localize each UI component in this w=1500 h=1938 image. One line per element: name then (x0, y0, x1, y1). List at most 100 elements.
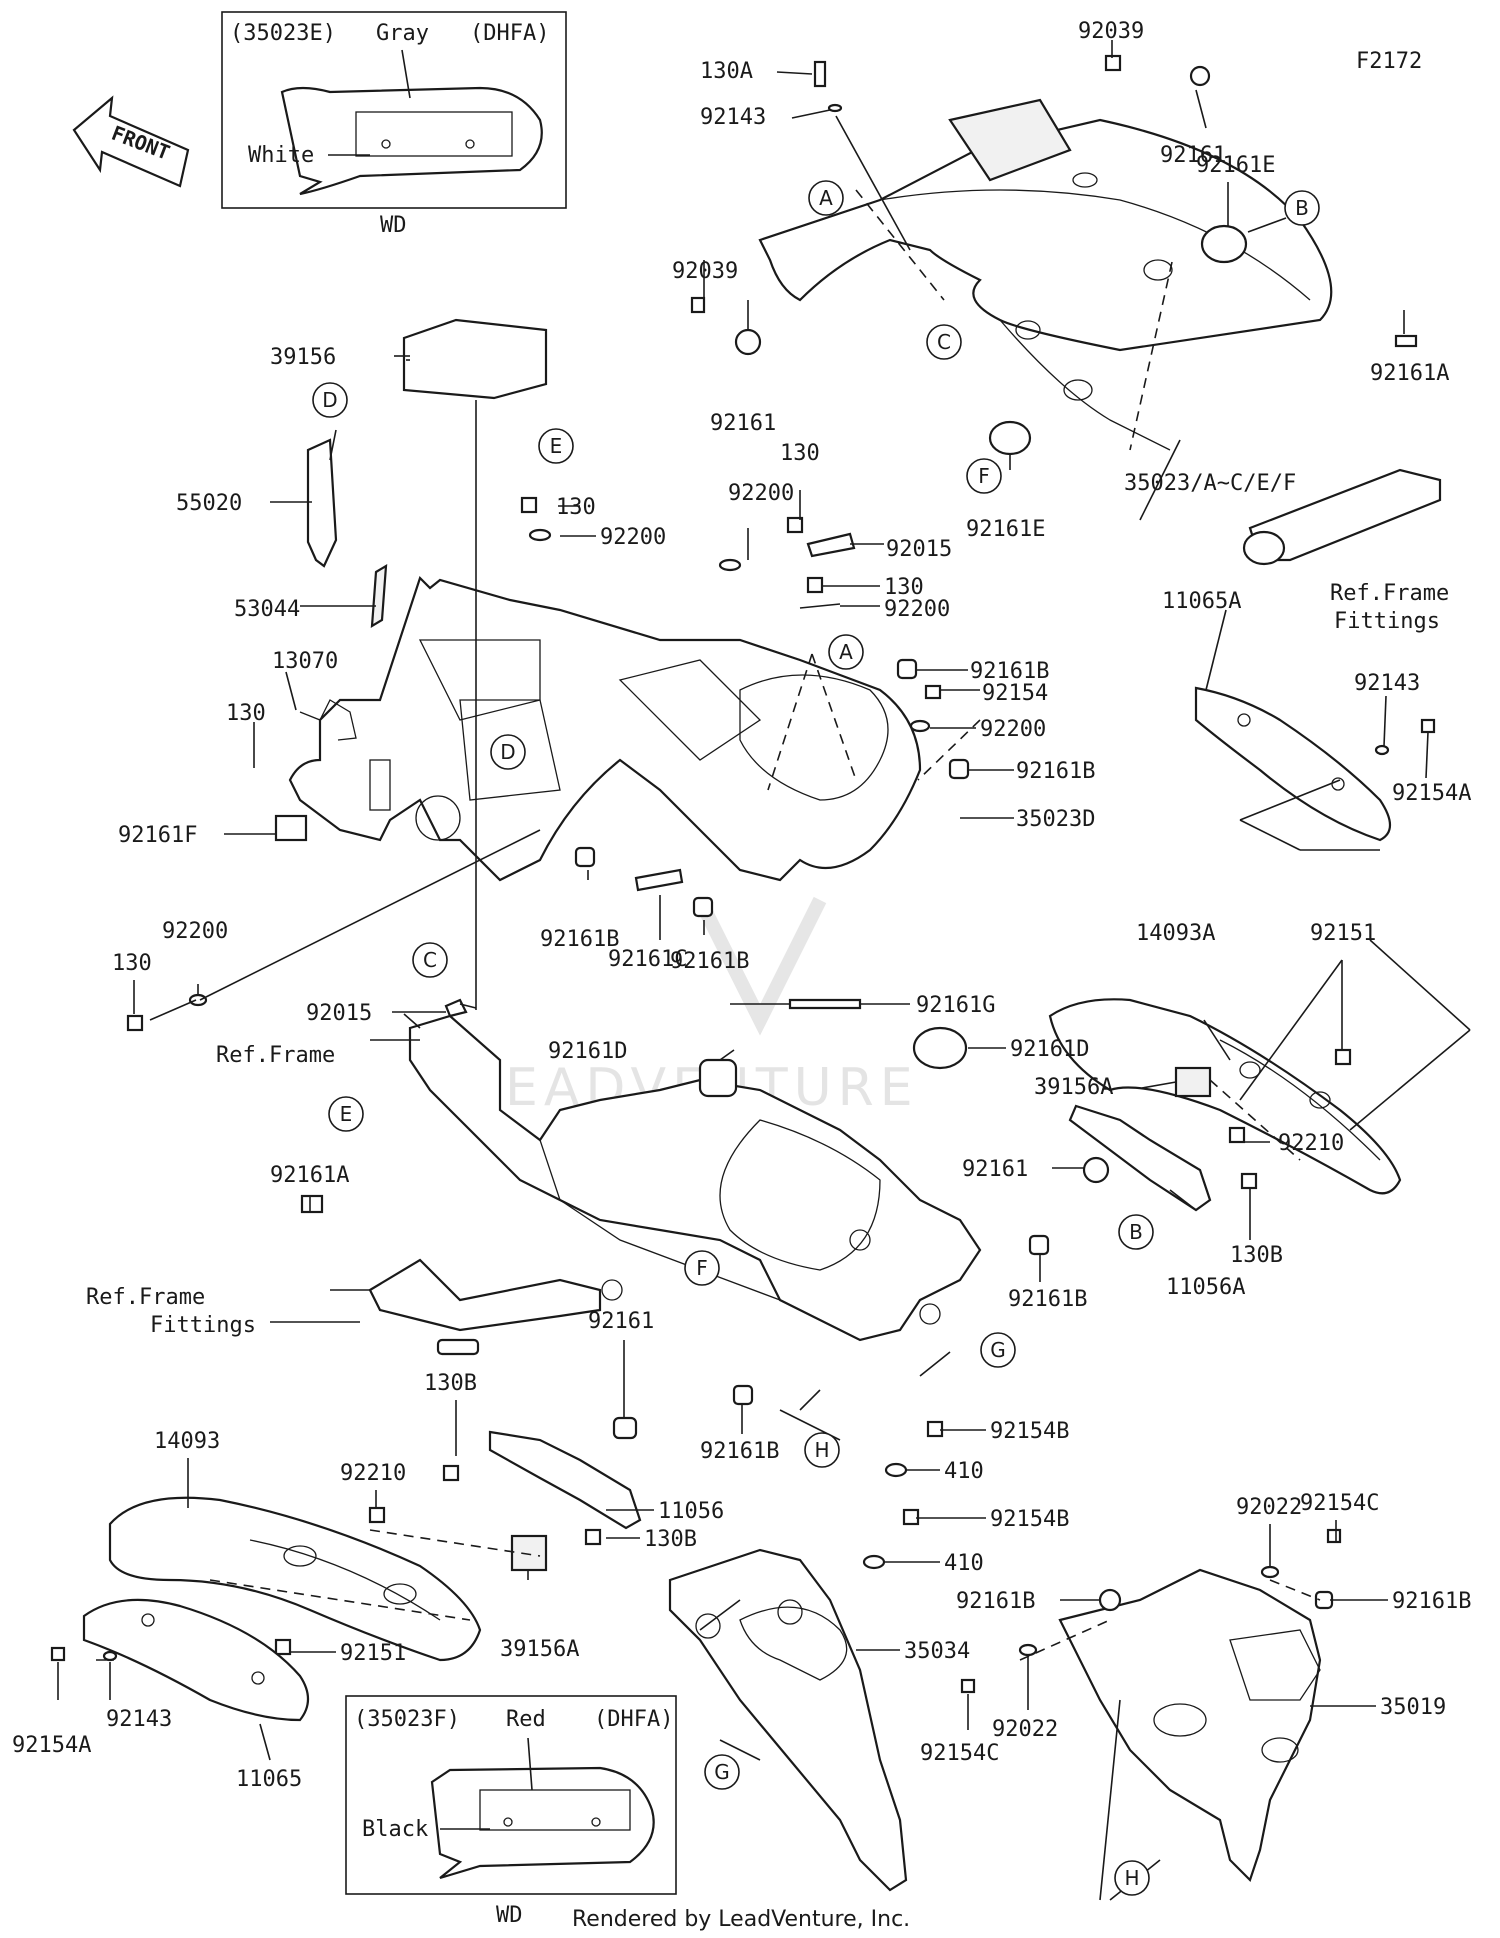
inset-bottom-caption: WD (496, 1903, 523, 1928)
label-410-b: 410 (944, 1551, 984, 1576)
callout-g-mid: G (980, 1332, 1016, 1368)
screw-92154C-bottom (960, 1678, 976, 1694)
ref-frame-fittings-left (368, 1258, 602, 1332)
washer-92200-a (718, 558, 742, 572)
inset-top-fender-shape (280, 86, 543, 196)
part-labels: 130A 92039 92143 92161 92161E 92039 9216… (12, 19, 1471, 1792)
label-11065A: 11065A (1162, 589, 1241, 614)
bushing-92161B-3 (574, 846, 596, 868)
washer-92143-top (827, 103, 843, 113)
label-35023: 35023/A~C/E/F (1124, 471, 1296, 496)
bolt-130-f (126, 1014, 144, 1032)
front-arrow-icon: FRONT (72, 95, 190, 188)
cover-11065 (82, 1598, 310, 1722)
label-39156: 39156 (270, 345, 336, 370)
label-130B-lower-a: 130B (424, 1371, 477, 1396)
label-92161-lower: 92161 (588, 1309, 654, 1334)
label-14093: 14093 (154, 1429, 220, 1454)
svg-text:H: H (814, 1438, 829, 1462)
label-92015-a: 92015 (886, 537, 952, 562)
bolt-fitting-left (436, 1338, 480, 1356)
svg-text:H: H (1124, 1866, 1139, 1890)
bolt-130-c (786, 516, 804, 534)
washer-92200-c (799, 603, 841, 609)
label-92161A-left: 92161A (270, 1163, 349, 1188)
callout-h-mid: H (804, 1432, 840, 1468)
screw-92039-left (690, 296, 706, 314)
label-92200-e: 92200 (162, 919, 228, 944)
label-13070: 13070 (272, 649, 338, 674)
bushing-92161B-2 (948, 758, 970, 780)
nut-92210-right (1228, 1126, 1246, 1144)
label-92143-top: 92143 (700, 105, 766, 130)
label-92154C-top: 92154C (1300, 1491, 1379, 1516)
bushing-92161B-1 (896, 658, 918, 680)
label-92151-right: 92151 (1310, 921, 1376, 946)
bolt-130B-lower-b (584, 1528, 602, 1546)
callout-a-mid: A (828, 634, 864, 670)
label-39156A-left: 39156A (500, 1637, 579, 1662)
label-14093A: 14093A (1136, 921, 1215, 946)
label-92161-left: 92161 (710, 411, 776, 436)
callout-b-top: B (1284, 190, 1320, 226)
label-92039-left: 92039 (672, 259, 738, 284)
cover-14093 (108, 1496, 482, 1662)
strip-92161C (634, 868, 684, 892)
diagram-id: F2172 (1356, 49, 1422, 74)
bushing-92161B-4 (692, 896, 714, 918)
label-92161C: 92161C (608, 947, 687, 972)
label-130-d: 130 (884, 575, 924, 600)
inset-bottom: (35023F) Red (DHFA) Black WD (345, 1695, 677, 1928)
cover-14093A (1048, 998, 1402, 1195)
inset-bottom-color: Red (506, 1707, 546, 1732)
screw-92154A-left (50, 1646, 66, 1662)
label-92161D-b: 92161D (1010, 1037, 1089, 1062)
label-130-e: 130 (226, 701, 266, 726)
rear-fender-35023D (288, 575, 922, 882)
svg-text:B: B (1129, 1220, 1143, 1244)
label-11056: 11056 (658, 1499, 724, 1524)
clip-92015-b (444, 998, 468, 1018)
label-ref-frame-fittings-left-1: Ref.Frame (86, 1285, 205, 1310)
bolt-130B-lower-a (442, 1464, 460, 1482)
label-92200-c: 92200 (884, 597, 950, 622)
label-92151-left: 92151 (340, 1641, 406, 1666)
inset-top: (35023E) Gray (DHFA) White WD (221, 11, 567, 238)
washer-92143-left (102, 1650, 118, 1662)
rear-fender-35023 (758, 98, 1333, 451)
label-130B-lower-b: 130B (644, 1527, 697, 1552)
label-92154A-left: 92154A (12, 1733, 91, 1758)
inset-top-code: (35023E) (230, 21, 336, 46)
label-92161B-6: 92161B (700, 1439, 779, 1464)
bracket-11056A (1068, 1104, 1212, 1212)
inset-top-variant: (DHFA) (470, 21, 549, 46)
bolt-130-b (520, 496, 538, 514)
label-92154A-right: 92154A (1392, 781, 1471, 806)
label-92143-left: 92143 (106, 1707, 172, 1732)
label-92161B-2: 92161B (1016, 759, 1095, 784)
callout-g-bottom: G (704, 1754, 740, 1790)
inset-bottom-variant: (DHFA) (594, 1707, 673, 1732)
svg-text:A: A (819, 186, 833, 210)
bushing-92161B-6 (732, 1384, 754, 1406)
label-92161B-7: 92161B (956, 1589, 1035, 1614)
strip-92161G (788, 998, 862, 1010)
screw-92154B-b (902, 1508, 920, 1526)
svg-text:G: G (990, 1338, 1006, 1362)
label-92154B-b: 92154B (990, 1507, 1069, 1532)
label-92154: 92154 (982, 681, 1048, 706)
grommet-92161E-b (1200, 224, 1248, 264)
screw-92154 (924, 684, 942, 700)
strip-53044 (370, 563, 388, 629)
callout-f-mid: F (684, 1250, 720, 1286)
label-92161B-3: 92161B (540, 927, 619, 952)
svg-text:E: E (340, 1102, 353, 1126)
label-92161E-top: 92161E (1196, 153, 1275, 178)
bushing-92161B-7 (1098, 1588, 1122, 1612)
label-92161A-right: 92161A (1370, 361, 1449, 386)
label-92039-top: 92039 (1078, 19, 1144, 44)
label-130-b: 130 (556, 495, 596, 520)
label-92200-a: 92200 (728, 481, 794, 506)
washer-410-a (884, 1462, 908, 1478)
bolt-92151-right (1334, 1048, 1352, 1066)
